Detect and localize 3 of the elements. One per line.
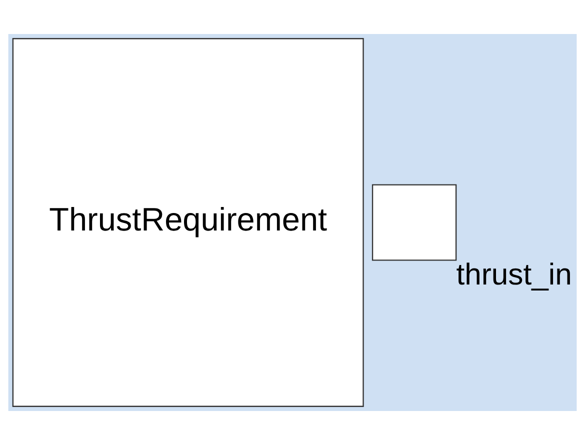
node-box: ThrustRequirement — [12, 38, 364, 406]
node-box — [372, 184, 457, 260]
node-label: thrust_in — [456, 258, 572, 291]
